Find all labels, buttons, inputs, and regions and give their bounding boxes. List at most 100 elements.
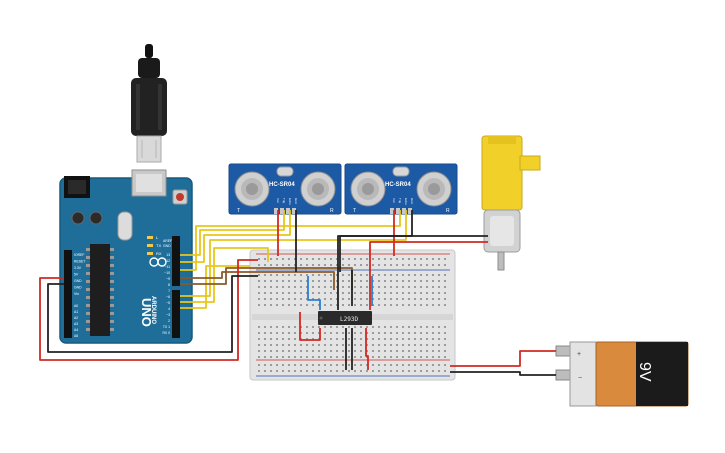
wire-black-motor[interactable] (337, 235, 488, 310)
breadboard-hole (348, 356, 350, 358)
breadboard-hole (282, 258, 284, 260)
breadboard-hole (330, 274, 332, 276)
breadboard-hole (378, 292, 380, 294)
breadboard-hole (270, 332, 272, 334)
breadboard-hole (360, 350, 362, 352)
ultrasonic-sensor-1[interactable]: HC-SR04 T R Vcc Trig Echo Gnd (228, 163, 342, 215)
breadboard-hole (318, 350, 320, 352)
breadboard-hole (444, 286, 446, 288)
breadboard-hole (420, 350, 422, 352)
wire-red-chip-vs[interactable] (365, 328, 369, 370)
breadboard-hole (306, 304, 308, 306)
breadboard-hole (312, 338, 314, 340)
svg-text:Echo: Echo (404, 198, 408, 205)
sensor-mark-left: T (237, 208, 240, 214)
breadboard-hole (426, 338, 428, 340)
breadboard-hole (306, 370, 308, 372)
breadboard-hole (402, 280, 404, 282)
breadboard-hole (300, 356, 302, 358)
breadboard-hole (384, 304, 386, 306)
breadboard-hole (270, 280, 272, 282)
breadboard-hole (276, 264, 278, 266)
wire-yellow-in1[interactable] (180, 247, 269, 303)
breadboard-hole (258, 364, 260, 366)
breadboard-hole (306, 280, 308, 282)
breadboard-hole (414, 370, 416, 372)
breadboard-hole (354, 298, 356, 300)
breadboard-hole (276, 350, 278, 352)
wire-yellow-in2[interactable] (180, 265, 250, 309)
battery-9v[interactable]: 9V + − (555, 341, 689, 407)
l293d-motor-driver[interactable]: L293D (318, 311, 372, 325)
breadboard-hole (420, 292, 422, 294)
breadboard-hole (384, 364, 386, 366)
pin-label: ~5 (166, 301, 170, 305)
breadboard-hole (372, 264, 374, 266)
breadboard-hole (390, 280, 392, 282)
breadboard-hole (312, 298, 314, 300)
breadboard-hole (390, 350, 392, 352)
breadboard-hole (264, 298, 266, 300)
breadboard-hole (270, 364, 272, 366)
breadboard-hole (408, 332, 410, 334)
breadboard-hole (360, 370, 362, 372)
breadboard-hole (402, 356, 404, 358)
aref-label: AREF (163, 239, 172, 243)
breadboard-hole (378, 258, 380, 260)
breadboard-hole (342, 344, 344, 346)
breadboard-hole (372, 350, 374, 352)
ultrasonic-sensor-2[interactable]: HC-SR04 T R Vcc Trig Echo Gnd (344, 163, 458, 215)
breadboard-hole (276, 364, 278, 366)
wire-blue-1[interactable] (307, 276, 321, 310)
led-tx-label: TX (156, 243, 161, 248)
breadboard-hole (288, 356, 290, 358)
breadboard-hole (282, 326, 284, 328)
breadboard-hole (432, 274, 434, 276)
wire-yellow-echo-2[interactable] (180, 210, 407, 297)
breadboard-hole (294, 274, 296, 276)
breadboard-hole (342, 332, 344, 334)
dc-gear-motor[interactable] (481, 135, 541, 271)
breadboard-hole (396, 274, 398, 276)
pin-label: A2 (74, 316, 78, 320)
breadboard-hole (372, 274, 374, 276)
breadboard-hole (396, 338, 398, 340)
breadboard-hole (282, 280, 284, 282)
breadboard-hole (354, 286, 356, 288)
wire-red-motor[interactable] (369, 241, 488, 310)
breadboard-hole (288, 298, 290, 300)
breadboard-hole (432, 338, 434, 340)
breadboard-hole (312, 274, 314, 276)
breadboard-hole (264, 364, 266, 366)
breadboard-hole (330, 370, 332, 372)
breadboard-holes (258, 258, 446, 372)
svg-text:Trig: Trig (398, 198, 402, 203)
breadboard-hole (342, 304, 344, 306)
breadboard-hole (384, 332, 386, 334)
wire-red-5v[interactable] (39, 259, 258, 361)
breadboard-hole (336, 274, 338, 276)
breadboard-hole (342, 350, 344, 352)
breadboard-hole (426, 274, 428, 276)
wire-red-chip-vcc[interactable] (299, 312, 321, 341)
breadboard-hole (276, 332, 278, 334)
wire-black-battery[interactable] (450, 371, 556, 376)
breadboard-hole (366, 338, 368, 340)
breadboard-hole (438, 286, 440, 288)
wire-red-battery[interactable] (450, 350, 556, 367)
breadboard-hole (348, 292, 350, 294)
breadboard-hole (276, 370, 278, 372)
svg-text:Gnd: Gnd (410, 198, 414, 204)
arduino-model-text: UNO (139, 298, 154, 327)
breadboard-hole (432, 364, 434, 366)
wire-yellow-trig-1[interactable] (180, 210, 285, 256)
wire-yellow-trig-2[interactable] (180, 210, 401, 271)
arduino-uno-board[interactable]: L TX RX ARDUINO UNO 1312~11~10~987~6~54~… (59, 169, 193, 344)
breadboard-hole (384, 274, 386, 276)
breadboard-hole (360, 292, 362, 294)
breadboard-hole (384, 264, 386, 266)
breadboard-hole (276, 258, 278, 260)
wire-black-gnd[interactable] (47, 275, 258, 353)
wire-brown-1[interactable] (180, 271, 335, 290)
